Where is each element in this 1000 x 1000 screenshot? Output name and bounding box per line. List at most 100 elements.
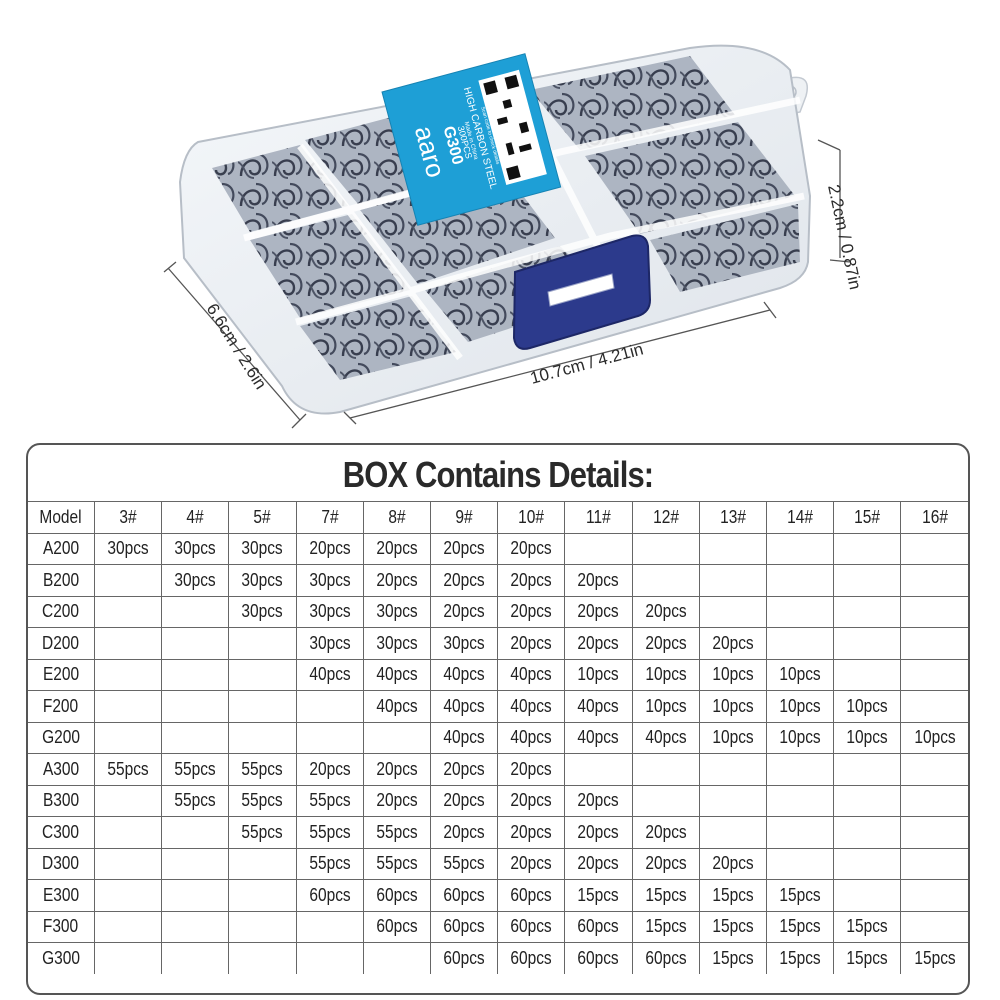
quantity-cell (900, 784, 968, 817)
quantity-cell: 20pcs (362, 753, 431, 786)
header-size: 11# (564, 501, 633, 534)
quantity-cell (765, 564, 835, 597)
quantity-cell: 10pcs (698, 690, 767, 723)
quantity-cell: 10pcs (564, 658, 633, 691)
quantity-cell (765, 816, 835, 849)
quantity-cell: 10pcs (765, 690, 835, 723)
quantity-cell: 20pcs (698, 627, 767, 660)
quantity-cell (765, 753, 835, 786)
model-cell: D300 (28, 847, 95, 880)
model-cell: B200 (28, 564, 95, 597)
quantity-cell (564, 753, 633, 786)
quantity-cell (833, 753, 902, 786)
quantity-cell: 60pcs (362, 879, 431, 912)
quantity-cell: 60pcs (429, 942, 499, 974)
header-size: 14# (765, 501, 835, 534)
quantity-cell: 40pcs (564, 721, 633, 754)
quantity-cell: 15pcs (765, 942, 835, 974)
box-latch (512, 234, 652, 350)
model-cell: B300 (28, 784, 95, 817)
quantity-cell: 20pcs (564, 847, 633, 880)
quantity-cell: 10pcs (698, 658, 767, 691)
quantity-cell (900, 658, 968, 691)
quantity-cell: 60pcs (295, 879, 364, 912)
quantity-cell (228, 942, 297, 974)
quantity-cell (228, 658, 297, 691)
quantity-cell: 55pcs (429, 847, 499, 880)
quantity-cell (161, 816, 230, 849)
quantity-cell: 60pcs (429, 910, 499, 943)
quantity-cell: 15pcs (698, 879, 767, 912)
quantity-cell (900, 753, 968, 786)
quantity-cell: 30pcs (228, 595, 297, 628)
quantity-cell: 10pcs (833, 721, 902, 754)
quantity-cell: 30pcs (161, 532, 230, 565)
quantity-cell (93, 564, 163, 597)
quantity-cell (900, 879, 968, 912)
quantity-cell: 60pcs (362, 910, 431, 943)
quantity-cell (900, 595, 968, 628)
quantity-cell: 15pcs (698, 942, 767, 974)
quantity-cell (631, 753, 700, 786)
quantity-cell (228, 690, 297, 723)
quantity-cell: 60pcs (631, 942, 700, 974)
header-size: 9# (429, 501, 499, 534)
quantity-cell: 40pcs (564, 690, 633, 723)
quantity-cell (833, 595, 902, 628)
quantity-cell: 10pcs (631, 690, 700, 723)
quantity-cell: 20pcs (429, 595, 499, 628)
quantity-cell (93, 910, 163, 943)
quantity-cell (228, 721, 297, 754)
quantity-cell: 40pcs (497, 658, 566, 691)
quantity-cell: 20pcs (497, 564, 566, 597)
quantity-cell (698, 753, 767, 786)
quantity-cell (362, 942, 431, 974)
quantity-cell (833, 816, 902, 849)
quantity-cell: 20pcs (564, 564, 633, 597)
quantity-cell (295, 721, 364, 754)
quantity-cell: 30pcs (228, 564, 297, 597)
quantity-cell (833, 879, 902, 912)
quantity-cell (93, 721, 163, 754)
quantity-cell: 10pcs (833, 690, 902, 723)
quantity-cell: 20pcs (295, 753, 364, 786)
quantity-cell (228, 627, 297, 660)
quantity-cell: 20pcs (295, 532, 364, 565)
quantity-cell: 20pcs (564, 784, 633, 817)
qr-code (478, 69, 547, 185)
quantity-cell (698, 784, 767, 817)
product-figure: aaro G300 300PCS HIGH CARBON STEEL Made … (163, 44, 865, 429)
quantity-cell: 20pcs (429, 532, 499, 565)
quantity-cell: 15pcs (833, 910, 902, 943)
quantity-cell (631, 532, 700, 565)
quantity-cell: 15pcs (631, 910, 700, 943)
quantity-cell (765, 847, 835, 880)
quantity-cell: 55pcs (362, 816, 431, 849)
quantity-cell (93, 627, 163, 660)
quantity-cell: 40pcs (429, 721, 499, 754)
quantity-cell: 20pcs (497, 784, 566, 817)
quantity-cell (228, 879, 297, 912)
quantity-cell: 40pcs (295, 658, 364, 691)
quantity-cell (900, 627, 968, 660)
quantity-cell: 15pcs (631, 879, 700, 912)
quantity-cell (295, 690, 364, 723)
quantity-cell (93, 879, 163, 912)
quantity-cell: 15pcs (900, 942, 968, 974)
quantity-cell (631, 784, 700, 817)
quantity-cell (833, 847, 902, 880)
quantity-cell: 60pcs (497, 910, 566, 943)
quantity-cell: 10pcs (765, 658, 835, 691)
quantity-cell: 15pcs (698, 910, 767, 943)
quantity-cell: 20pcs (631, 847, 700, 880)
quantity-cell: 15pcs (765, 910, 835, 943)
quantity-cell (833, 784, 902, 817)
quantity-cell (765, 595, 835, 628)
